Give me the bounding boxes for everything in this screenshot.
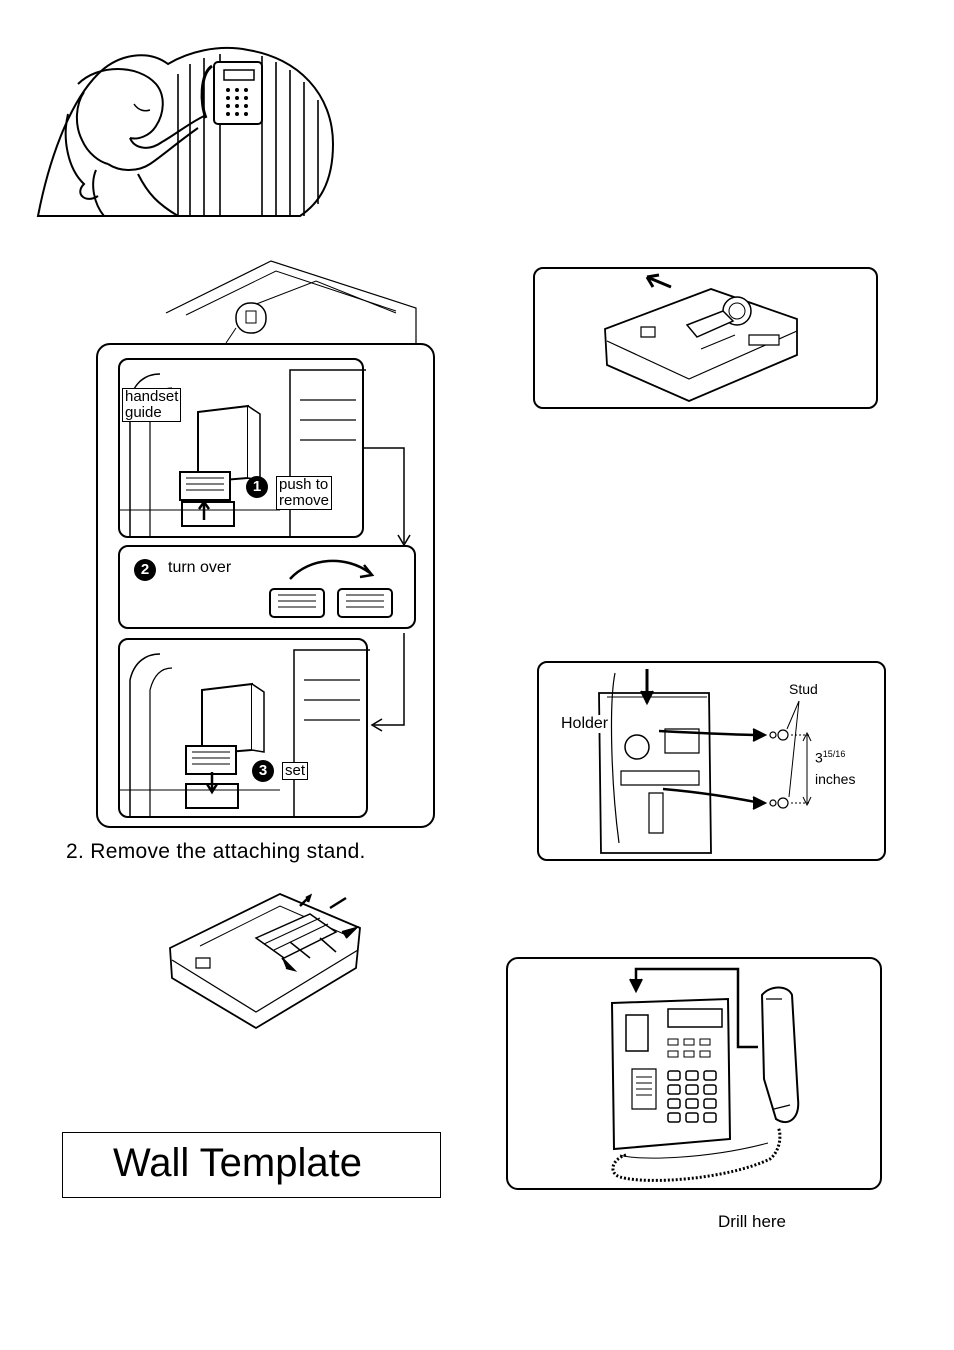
holder-label: Holder xyxy=(561,715,608,733)
handset-cradle-step3-icon xyxy=(120,640,370,820)
phone-underside-stand-icon xyxy=(160,888,370,1038)
turn-over-guide-icon xyxy=(120,547,418,631)
wall-template-box: Wall Template xyxy=(62,1132,441,1198)
woman-mounting-phone-illustration xyxy=(38,44,338,219)
phone-bottom-view-panel xyxy=(533,267,878,409)
attaching-stand-illustration xyxy=(160,888,370,1038)
phone-bottom-view-icon xyxy=(535,269,880,411)
wall-mounted-phone-icon xyxy=(508,959,884,1192)
handset-guide-diagram: handset guide 1 push to remove 2 turn ov… xyxy=(96,253,436,828)
stud-spacing-whole: 3 xyxy=(815,750,823,766)
woman-mounting-phone-on-wall-icon xyxy=(38,44,338,219)
stud-spacing-label: 315/16 xyxy=(815,749,845,766)
drill-here-label: Drill here xyxy=(718,1212,786,1232)
step2-caption: 2. Remove the attaching stand. xyxy=(66,840,366,864)
step3-panel: 3 set xyxy=(118,638,368,818)
stud-label: Stud xyxy=(789,681,818,697)
set-label: set xyxy=(282,762,308,780)
wall-mounted-phone-panel xyxy=(506,957,882,1190)
step2-panel: 2 turn over xyxy=(118,545,416,629)
wall-mount-stud-panel: Holder Stud 315/16 inches xyxy=(537,661,886,861)
stud-spacing-fraction: 15/16 xyxy=(823,749,846,759)
wall-template-title: Wall Template xyxy=(113,1141,362,1186)
stud-spacing-unit: inches xyxy=(815,771,855,787)
step3-badge: 3 xyxy=(252,760,274,782)
